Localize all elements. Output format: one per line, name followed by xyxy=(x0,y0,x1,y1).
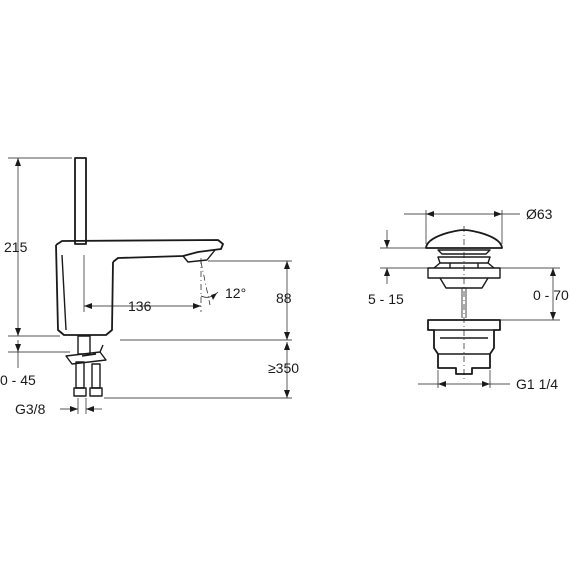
faucet-hose-length-label: ≥350 xyxy=(268,360,299,376)
faucet-spout-top xyxy=(55,239,224,263)
drain-drawing: Ø63 5 - 15 0 - 70 G1 1/4 xyxy=(368,206,569,392)
faucet-hose-left xyxy=(75,361,85,389)
faucet-spout-height-label: 88 xyxy=(276,290,292,306)
faucet-lever xyxy=(74,157,87,245)
faucet-spout-tip xyxy=(182,249,216,263)
faucet-mount-shank xyxy=(77,335,91,355)
faucet-connection-label: G3/8 xyxy=(15,401,46,417)
drain-thread-label: G1 1/4 xyxy=(516,376,558,392)
faucet-body xyxy=(55,244,114,336)
faucet-hose-right xyxy=(91,363,101,389)
faucet-reach-label: 136 xyxy=(128,298,152,314)
faucet-mount-bracket xyxy=(65,344,107,365)
faucet-deck-thickness-label: 0 - 45 xyxy=(0,372,36,388)
faucet-angle-label: 12° xyxy=(225,285,246,301)
faucet-height-label: 215 xyxy=(4,239,28,255)
drain-diameter-label: Ø63 xyxy=(526,206,553,222)
drain-basin-thickness-label: 0 - 70 xyxy=(533,287,569,303)
drain-body xyxy=(427,319,501,375)
drain-cap-gap-label: 5 - 15 xyxy=(368,291,404,307)
faucet-drawing: 215 0 - 45 136 12° 88 ≥350 xyxy=(0,157,299,417)
